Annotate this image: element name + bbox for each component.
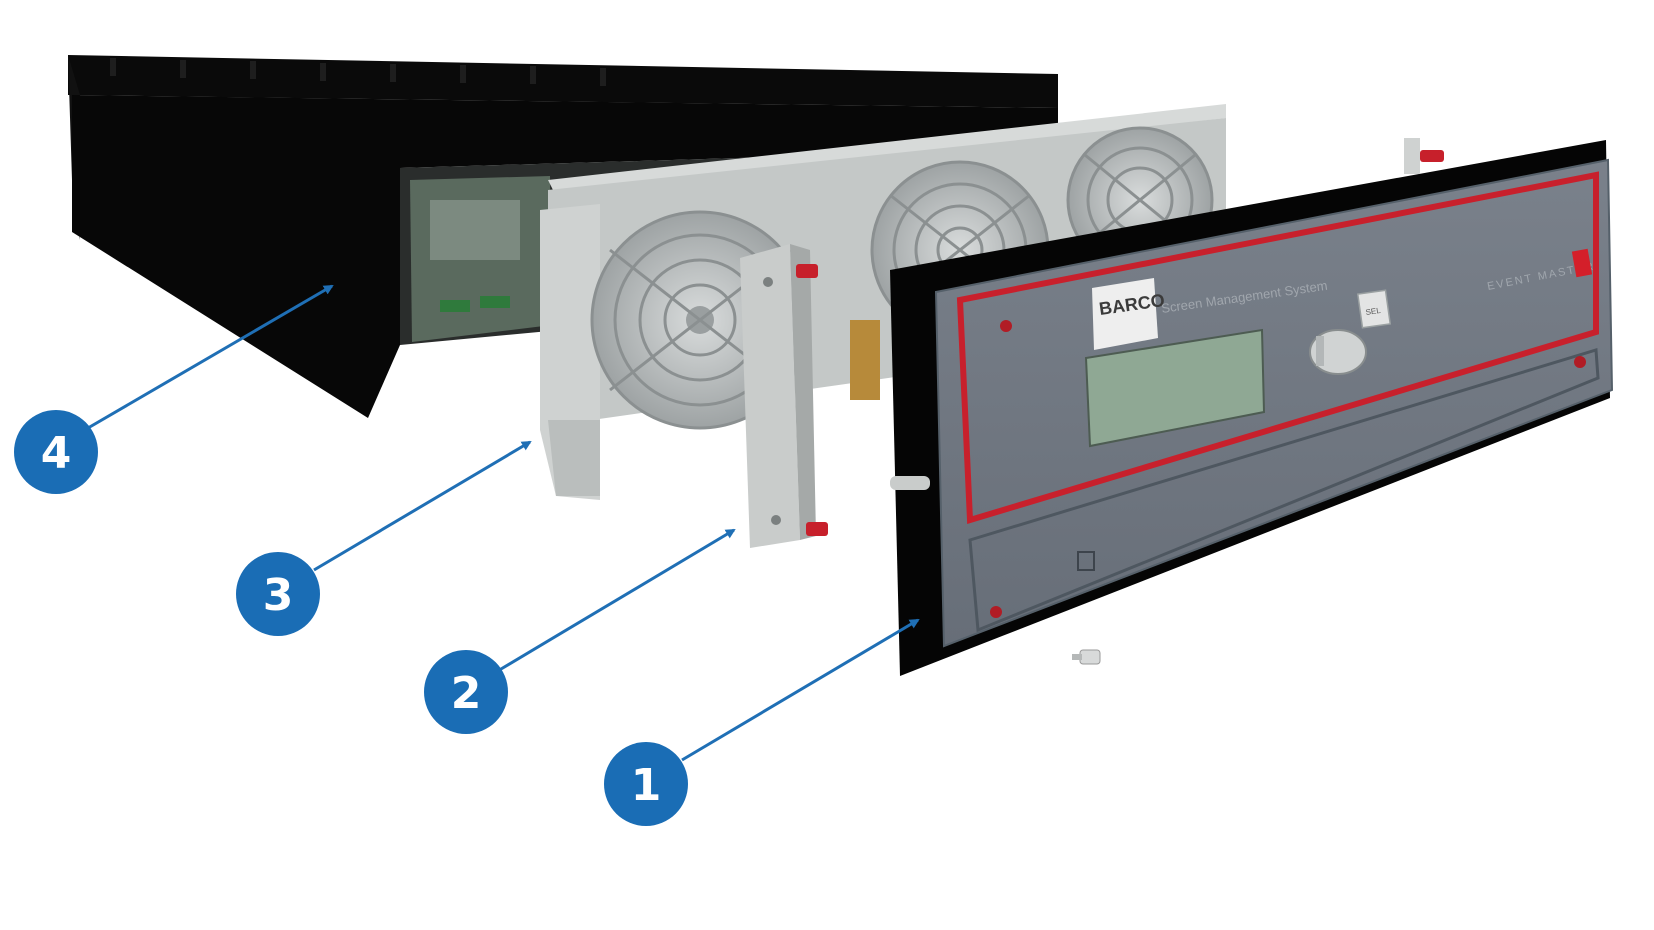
standoff-bottom <box>806 522 828 536</box>
sel-button: SEL <box>1356 289 1392 329</box>
callout-1: 1 <box>604 742 688 826</box>
callout-2-label: 2 <box>451 668 482 719</box>
heatsink <box>430 200 520 260</box>
callout-1-label: 1 <box>631 760 662 811</box>
callout-3: 3 <box>236 552 320 636</box>
usb-port <box>1077 551 1095 571</box>
front-panel-part-1: BARCO Screen Management System EVENT MAS… <box>890 138 1614 676</box>
standoff-top <box>796 264 818 278</box>
callout-4: 4 <box>14 410 98 494</box>
callout-arrows <box>87 284 920 762</box>
rotary-knob <box>1309 329 1367 375</box>
brand-badge: BARCO <box>1092 278 1166 350</box>
lcd-display <box>1084 328 1266 448</box>
arrow-4 <box>87 284 334 430</box>
rack-ear-hole <box>375 404 395 416</box>
arrow-1 <box>681 618 920 762</box>
sel-button-label: SEL <box>1365 306 1382 317</box>
callout-3-label: 3 <box>263 570 294 621</box>
arrow-3 <box>313 440 532 572</box>
bracket-part-2 <box>740 244 828 548</box>
callout-2: 2 <box>424 650 508 734</box>
ribbon-cable <box>850 320 880 400</box>
power-switch <box>1571 248 1593 278</box>
loose-screw <box>1072 649 1101 665</box>
callout-4-label: 4 <box>41 428 72 479</box>
arrow-2 <box>495 528 736 674</box>
